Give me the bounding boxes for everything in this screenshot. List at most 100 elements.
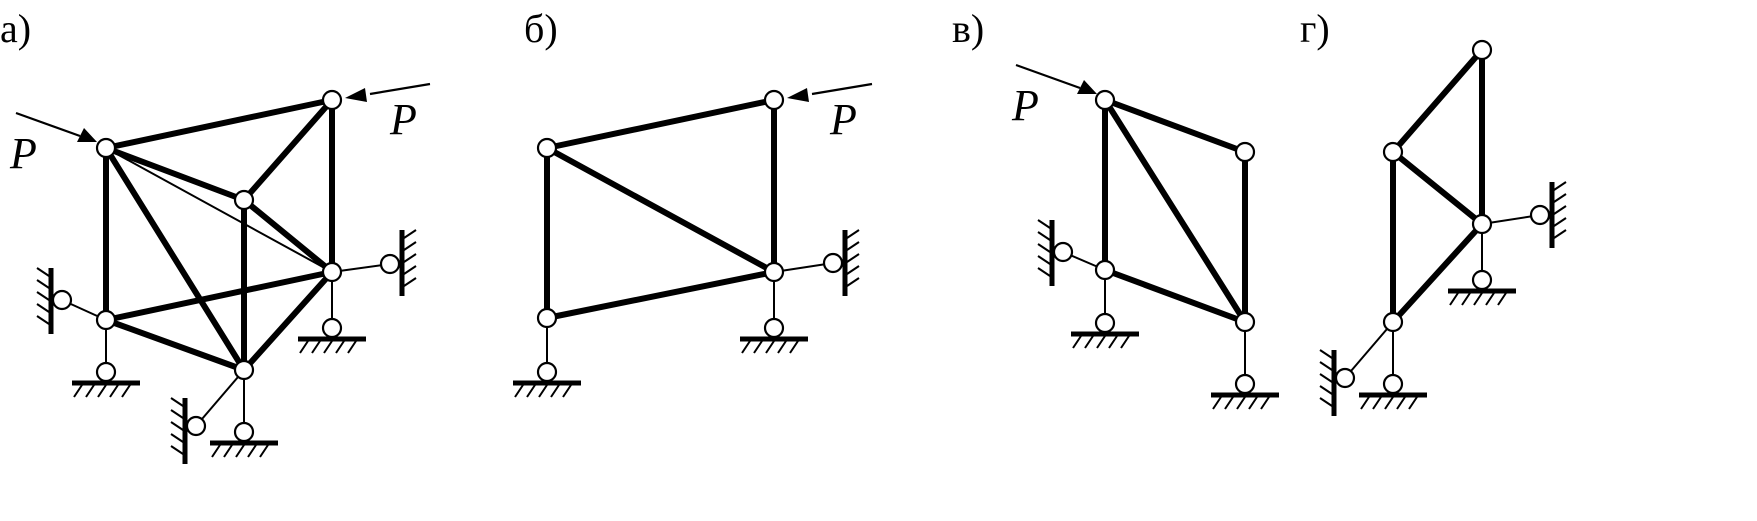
bar [103,317,247,373]
panel-v-joints [1052,89,1256,395]
load-label: P [829,95,857,144]
load-arrow [15,111,81,138]
ground-support [298,336,366,354]
wall-support [170,397,188,464]
panel-a-label: а) [0,6,31,51]
load-label: P [1011,81,1039,130]
bar [103,97,335,151]
support-joint [1052,241,1074,263]
bar [1102,97,1248,155]
ground-support [513,380,581,398]
joint [536,307,558,329]
joint [536,137,558,159]
ground-support [1211,392,1279,410]
support-joint [51,289,73,311]
panel-b: б) [513,6,873,398]
bar [103,145,247,203]
load-arrow [1015,63,1081,90]
wall-support [1319,349,1337,416]
support-joint [1471,269,1493,291]
panel-g-bars [1390,47,1485,325]
load-arrow [369,82,431,96]
panel-g-supports [1319,181,1567,416]
wall-support [399,229,417,296]
ground-support [1071,331,1139,349]
bar [105,147,333,273]
bar [1390,149,1485,227]
ground-support [72,380,140,398]
bar [544,97,777,151]
bar [103,269,335,323]
arrow-head [1077,80,1097,94]
support-joint [95,361,117,383]
support-joint [763,317,785,339]
joint [1234,141,1256,163]
arrow-head [345,88,367,102]
panel-b-bars [544,97,777,321]
support-joint [185,415,207,437]
ground-support [210,440,278,458]
panel-v: в) [952,6,1279,410]
load-label: P [389,95,417,144]
joint [233,189,255,211]
bar [241,269,335,373]
panel-g-joints [1334,39,1551,395]
load-arrow [811,82,873,96]
support-joint [536,361,558,383]
joint [1094,89,1116,111]
panel-a-loads: P P [9,82,431,178]
wall-support [1549,181,1567,248]
support-joint [321,317,343,339]
bar [1390,221,1485,325]
joint [1094,259,1116,281]
joint [1382,311,1404,333]
joint [1471,213,1493,235]
arrow-head [787,88,809,102]
load-label: P [9,129,37,178]
support-joint [1382,373,1404,395]
wall-support [36,267,54,334]
bar [241,97,335,203]
support-joint [233,421,255,443]
panel-a: а) [0,6,431,464]
joint [321,261,343,283]
bar [103,145,247,373]
arrow-head [77,128,97,142]
joint [763,261,785,283]
panel-g: г) [1300,6,1567,416]
bar [544,145,777,275]
wall-support [1037,219,1055,286]
joint [321,89,343,111]
ground-support [1359,392,1427,410]
support-joint [1334,367,1356,389]
panel-b-label: б) [524,6,558,51]
support-joint [822,252,844,274]
support-joint [379,253,401,275]
ground-support [1448,288,1516,306]
joint [1382,141,1404,163]
joint [95,309,117,331]
support-link [1344,321,1394,379]
bar [241,197,335,275]
bar [544,269,777,321]
joint [233,359,255,381]
panel-v-loads: P [1011,63,1097,130]
bar [1390,47,1485,155]
panel-b-loads: P [787,82,873,144]
panel-b-joints [536,89,844,383]
joint [95,137,117,159]
joint [763,89,785,111]
wall-support [842,229,860,296]
bar [1102,267,1248,325]
joint [1234,311,1256,333]
support-joint [1529,204,1551,226]
panel-v-label: в) [952,6,984,51]
support-joint [1234,373,1256,395]
panel-g-label: г) [1300,6,1330,51]
panel-v-bars [1102,97,1248,325]
panel-a-joints [51,89,401,443]
support-joint [1094,312,1116,334]
bar [1102,97,1248,325]
joint [1471,39,1493,61]
